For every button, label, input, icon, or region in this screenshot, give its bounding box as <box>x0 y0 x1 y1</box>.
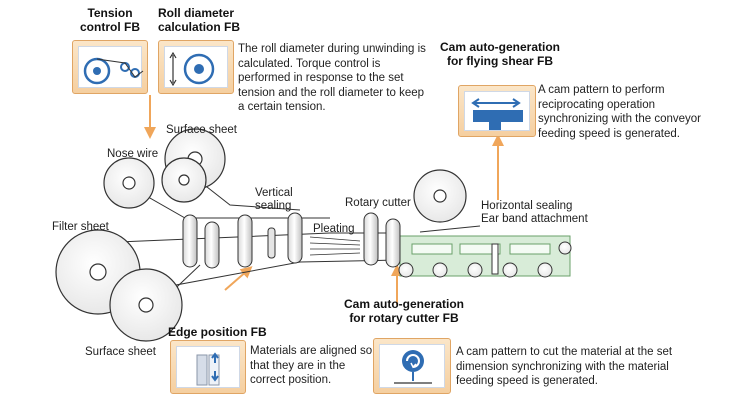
tension-fb-box[interactable] <box>72 40 148 94</box>
flying-shear-fb-description: A cam pattern to perform reciprocating o… <box>538 84 701 140</box>
roll-diameter-fb-description: The roll diameter during unwinding is ca… <box>238 43 426 113</box>
filter-sheet-label: Filter sheet <box>52 221 109 233</box>
guide-cylinders <box>182 212 401 269</box>
surface-sheet-bottom-label: Surface sheet <box>85 346 156 358</box>
pleating-lines <box>309 236 361 256</box>
supply-rolls <box>55 128 467 342</box>
nose-wire-label: Nose wire <box>107 148 159 160</box>
surface-sheet-top-label: Surface sheet <box>166 124 237 136</box>
edge-position-fb-title: Edge position FB <box>168 325 267 339</box>
flying-shear-fb-title: Cam auto-generation for flying shear FB <box>439 40 560 68</box>
rotary-cutter-fb-title: Cam auto-generation for rotary cutter FB <box>343 297 464 325</box>
tension-rollers-icon <box>83 57 144 85</box>
rotary-cutter-icon <box>394 350 432 384</box>
conveyor <box>398 235 572 278</box>
pointer-arrow-edge <box>224 266 253 291</box>
roll-diameter-icon <box>169 51 215 87</box>
vertical-sealing-label: Vertical sealing <box>255 187 293 212</box>
roll-diameter-fb-title: Roll diameter calculation FB <box>158 6 241 34</box>
tension-fb-title: Tension control FB <box>80 6 140 34</box>
ear-band-label: Ear band attachment <box>481 213 588 225</box>
roll-diameter-fb-box[interactable] <box>158 40 234 94</box>
rotary-cutter-fb-description: A cam pattern to cut the material at the… <box>456 346 673 387</box>
pleating-label: Pleating <box>313 223 355 235</box>
flying-shear-fb-box[interactable] <box>458 85 536 137</box>
edge-position-fb-description: Materials are aligned so that they are i… <box>250 345 373 386</box>
horizontal-sealing-label: Horizontal sealing <box>481 200 573 212</box>
edge-position-fb-box[interactable] <box>170 340 246 394</box>
rotary-cutter-fb-box[interactable] <box>373 338 451 394</box>
rotary-cutter-label: Rotary cutter <box>345 197 411 209</box>
edge-position-icon <box>196 352 220 386</box>
reciprocating-cam-icon <box>471 98 523 130</box>
